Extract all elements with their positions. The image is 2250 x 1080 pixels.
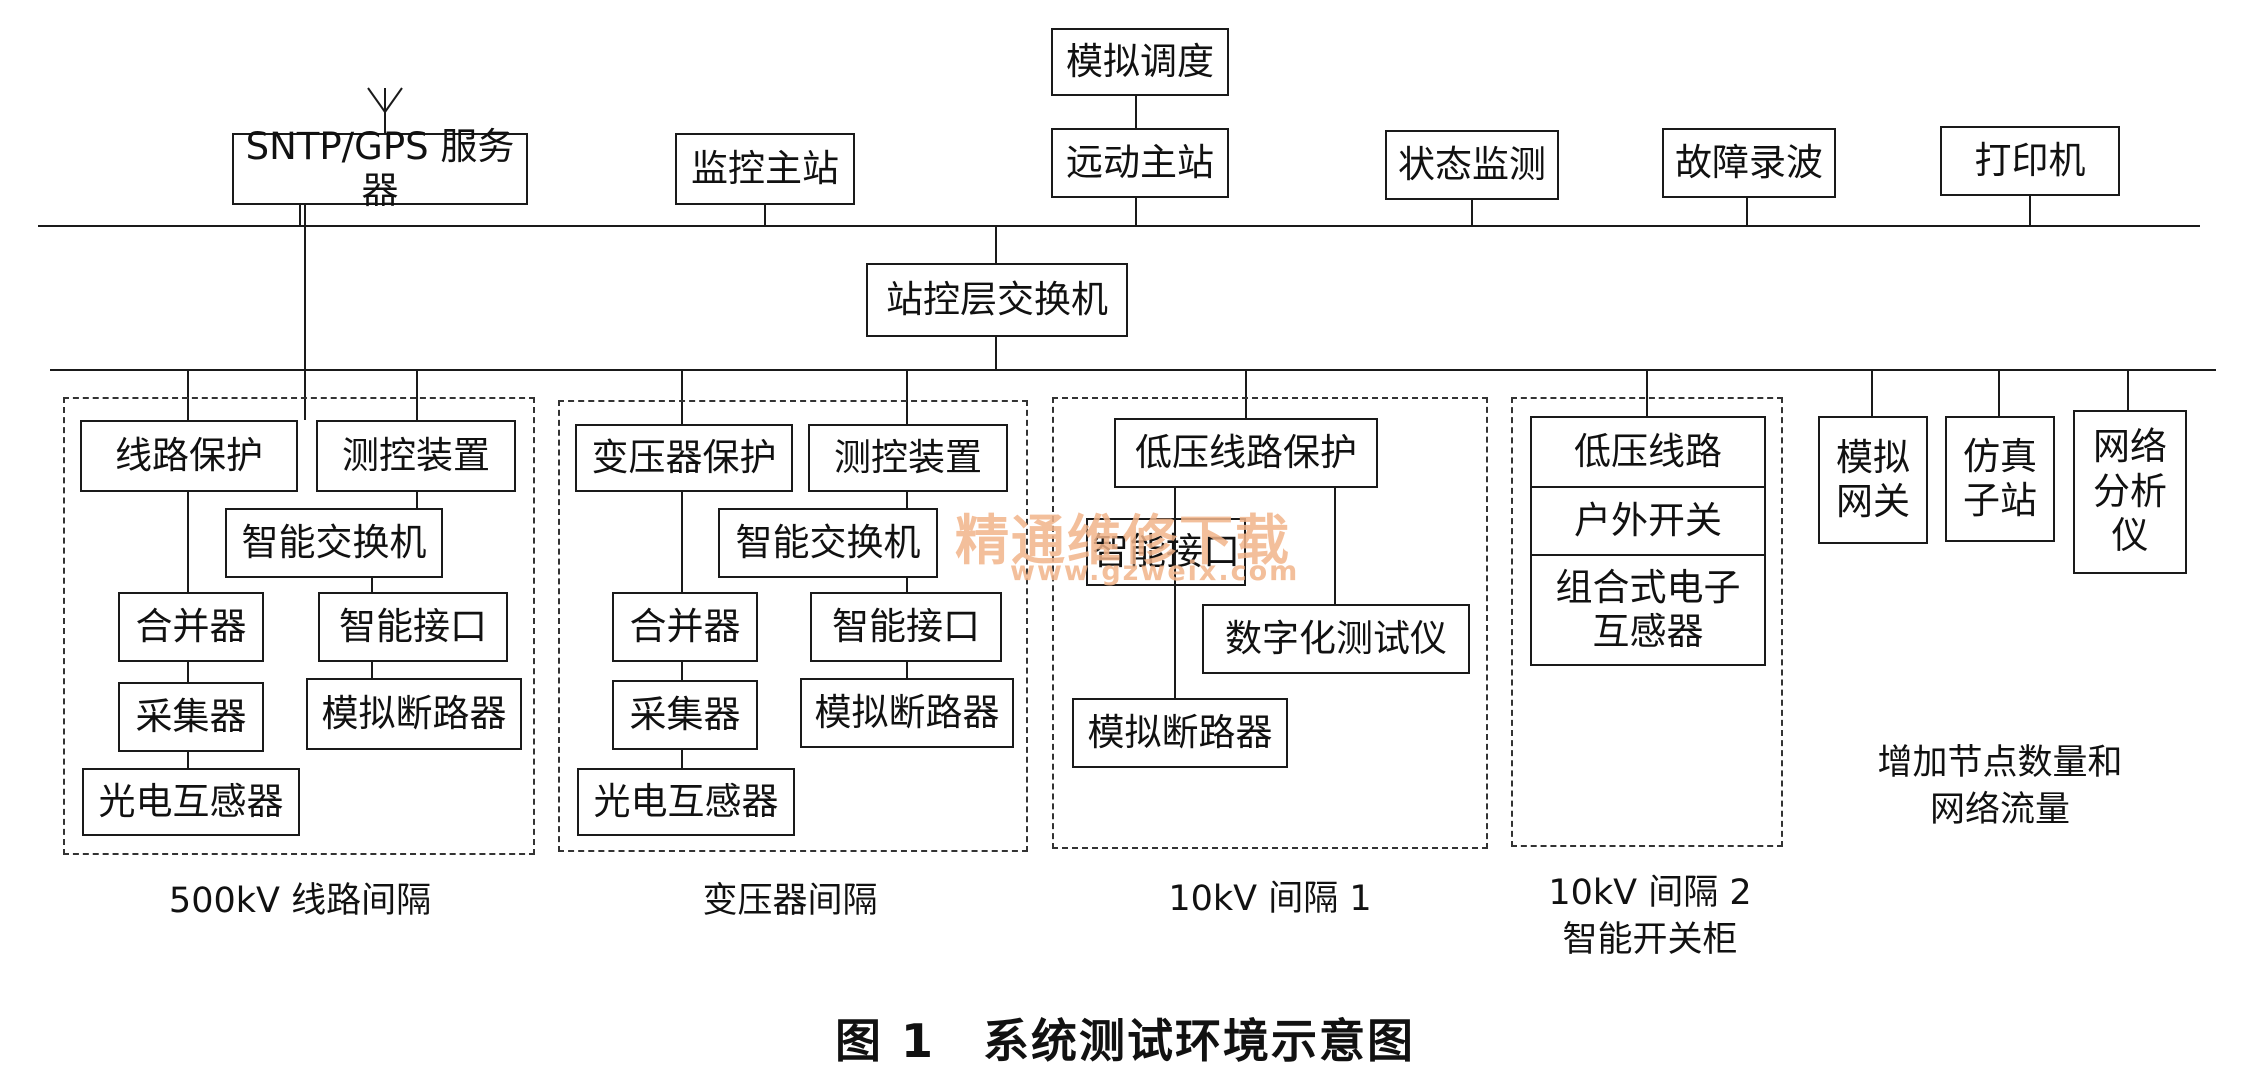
fault-record-box: 故障录波 <box>1662 128 1836 198</box>
bay-10kv-1-frame <box>1052 397 1488 849</box>
bay-500kv-frame <box>63 397 535 855</box>
tx-collector-box: 采集器 <box>612 680 758 750</box>
transformer-protect-box: 变压器保护 <box>575 424 793 492</box>
remote-master-box: 远动主站 <box>1051 128 1229 198</box>
sim-gateway-box: 模拟 网关 <box>1818 416 1928 544</box>
line-protect-box: 线路保护 <box>80 420 298 492</box>
tx-merging-unit-box: 合并器 <box>612 592 758 662</box>
tx-optical-ct-box: 光电互感器 <box>577 768 795 836</box>
tx-measure-control-box: 测控装置 <box>808 424 1008 492</box>
upper-bus <box>38 225 2200 227</box>
bay-transformer-frame <box>558 400 1028 852</box>
sntp-gps-server-box: SNTP/GPS 服务器 <box>232 125 528 212</box>
net-analyzer-box: 网络 分析 仪 <box>2073 410 2187 574</box>
collector-box: 采集器 <box>118 682 264 752</box>
outdoor-switch-box: 户外开关 <box>1530 486 1766 556</box>
tx-smart-switch-box: 智能交换机 <box>718 508 938 578</box>
sim-substation-box: 仿真 子站 <box>1945 416 2055 542</box>
tx-sim-breaker-box: 模拟断路器 <box>800 678 1014 748</box>
station-switch-box: 站控层交换机 <box>866 263 1128 337</box>
bay-10kv-1-label: 10kV 间隔 1 <box>1168 879 1372 919</box>
monitor-master-box: 监控主站 <box>675 133 855 205</box>
combined-transformer-box: 组合式电子 互感器 <box>1530 554 1766 666</box>
merging-unit-box: 合并器 <box>118 592 264 662</box>
bay-10kv-2-label: 10kV 间隔 2 智能开关柜 <box>1548 873 1752 961</box>
extra-nodes-label: 增加节点数量和 网络流量 <box>1877 743 2123 831</box>
lv-line-protect-box: 低压线路保护 <box>1114 418 1378 488</box>
lv-smart-interface-box: 智能接口 <box>1086 518 1246 586</box>
lv-sim-breaker-box: 模拟断路器 <box>1072 698 1288 768</box>
lv-line-box: 低压线路 <box>1530 416 1766 488</box>
bay-transformer-label: 变压器间隔 <box>702 881 878 921</box>
printer-box: 打印机 <box>1940 126 2120 196</box>
bay-10kv-2-frame <box>1511 397 1783 847</box>
optical-ct-box: 光电互感器 <box>82 768 300 836</box>
figure-caption: 图 1 系统测试环境示意图 <box>834 1014 1416 1068</box>
measure-control-box: 测控装置 <box>316 420 516 492</box>
sim-breaker-box: 模拟断路器 <box>306 678 522 750</box>
smart-switch-box: 智能交换机 <box>225 508 443 578</box>
digital-tester-box: 数字化测试仪 <box>1202 604 1470 674</box>
bay-500kv-label: 500kV 线路间隔 <box>168 881 432 921</box>
tx-smart-interface-box: 智能接口 <box>810 592 1002 662</box>
lower-bus <box>50 369 2216 371</box>
sim-dispatch-box: 模拟调度 <box>1051 28 1229 96</box>
status-monitor-box: 状态监测 <box>1385 130 1559 200</box>
smart-interface-box: 智能接口 <box>318 592 508 662</box>
